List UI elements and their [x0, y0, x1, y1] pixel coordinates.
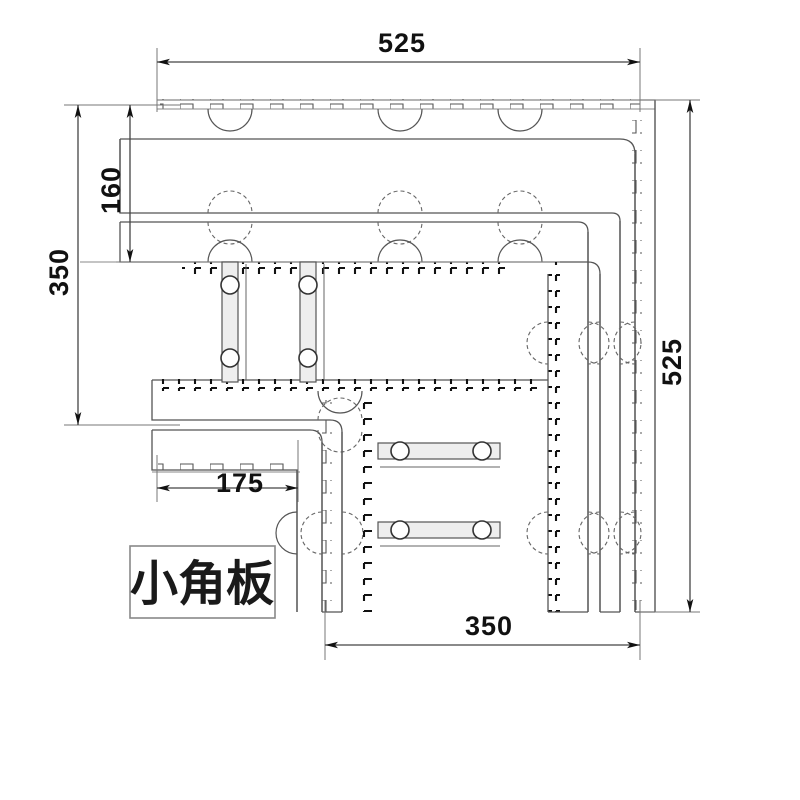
legend-box: 小角板: [129, 545, 276, 619]
strut-joint: [390, 520, 410, 540]
dimension-175: 175: [157, 468, 298, 498]
dimension-right-height: 525: [657, 100, 694, 612]
strut-joint: [390, 441, 410, 461]
strut-joint: [298, 275, 318, 295]
strut-joint: [472, 520, 492, 540]
weld-edge-upper: [182, 262, 507, 274]
strut-joint: [472, 441, 492, 461]
strut-joint: [220, 348, 240, 368]
dimension-value-525-right: 525: [657, 338, 687, 386]
dimension-value-525-top: 525: [378, 28, 426, 58]
band4-upper-notches: [317, 429, 363, 453]
vertical-struts: [220, 261, 325, 383]
strut-joint: [298, 348, 318, 368]
band2-upper-notches: [207, 221, 543, 245]
dimension-left-inner: 160: [96, 105, 134, 262]
dimension-bottom-350: 350: [325, 611, 640, 649]
band3-lower-notches: [317, 397, 363, 421]
inner-teeth-edge: [158, 462, 298, 472]
horizontal-strut-1: [377, 441, 501, 468]
corner-notches: [275, 511, 298, 555]
dimension-value-350-bottom: 350: [465, 611, 513, 641]
part-title-label: 小角板: [130, 556, 274, 612]
weld-edge-mid: [160, 379, 545, 391]
top-teeth-edge: [160, 99, 640, 109]
horizontal-struts: [377, 441, 501, 547]
dimension-left-outer: 350: [44, 105, 82, 425]
strut-joint: [220, 275, 240, 295]
right-outer-teeth-edge: [632, 110, 642, 610]
leg-notches: [300, 321, 642, 555]
horizontal-strut-2: [377, 520, 501, 547]
dimension-layer: 525 350 160 525 175: [44, 28, 700, 660]
vertical-strut-1: [220, 261, 247, 383]
inner-left-teeth-edge: [322, 400, 332, 612]
vertical-legs: [296, 100, 656, 612]
band2-lower-notches: [207, 239, 543, 263]
weld-edge-inner-right: [548, 262, 560, 612]
dimension-value-160: 160: [96, 166, 126, 214]
dimension-value-350-left: 350: [44, 248, 74, 296]
weld-edge-cavity-left: [362, 400, 374, 612]
dimension-top-width: 525: [157, 28, 640, 66]
top-notches: [207, 108, 543, 132]
dimension-value-175: 175: [216, 468, 264, 498]
legend-box-frame: [129, 545, 276, 619]
part-geometry: [80, 99, 656, 613]
band3-notches: [317, 390, 363, 414]
vertical-strut-2: [298, 261, 325, 383]
band1-lower-notches: [207, 190, 543, 214]
